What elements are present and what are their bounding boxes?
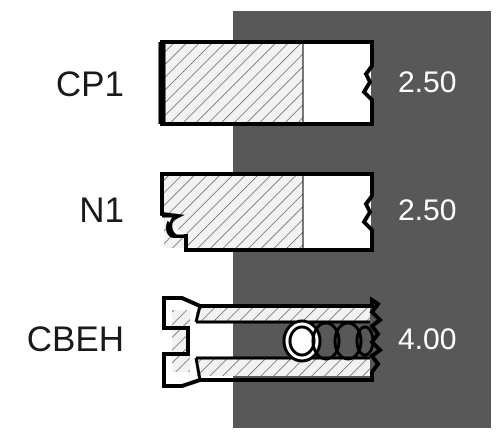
expander-coil: [282, 319, 375, 363]
ring-label-cp1: CP1: [55, 65, 124, 104]
ring-value-cbeh: 4.00: [398, 323, 457, 356]
ring-label-n1: N1: [79, 191, 124, 230]
ring-label-cbeh: CBEH: [26, 320, 124, 359]
cp1-ring-profile: [158, 40, 374, 126]
ring-value-n1: 2.50: [398, 194, 457, 227]
cbeh-ring-profile: [162, 296, 384, 388]
n1-ring-profile: [160, 172, 374, 252]
ring-value-cp1: 2.50: [398, 66, 457, 99]
